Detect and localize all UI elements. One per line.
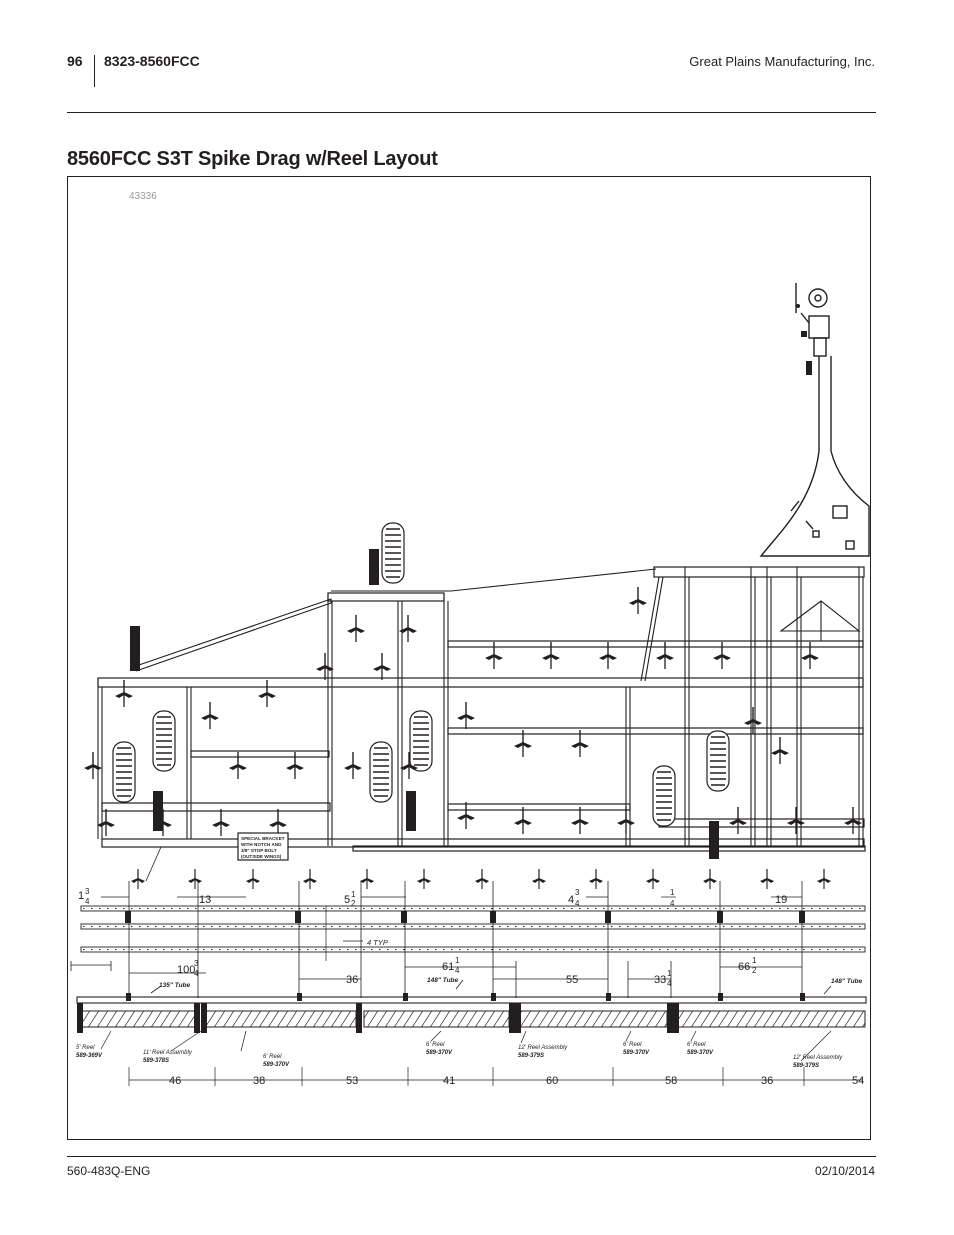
dim-lower-5-num: 1 [667,969,672,978]
dim-lower-5-den: 4 [667,979,672,988]
dim-lower-3-whole: 61 [442,961,454,973]
bottom-dim-1: 46 [169,1075,181,1087]
dim-lower-6-num: 1 [752,956,757,965]
spike-drag-layout-drawing: SPECIAL BRACKET WITH NOTCH AND 3/8" STOP… [70,283,870,1087]
dim-lower-3-num: 1 [455,956,460,965]
reel-6-part: 589-370V [623,1050,650,1056]
callout-line-3: 3/8" STOP BOLT [241,848,277,853]
bottom-dim-7: 36 [761,1075,773,1087]
page-number: 96 [67,53,83,69]
dim-lower-5-whole: 33 [654,974,666,986]
figure-number: 43336 [129,191,157,202]
reel-7-name: 6' Reel [687,1042,706,1048]
model-number: 8323-8560FCC [104,53,200,69]
reel-5-part: 589-379S [518,1053,544,1059]
tube-label-148-b: 148" Tube [831,978,863,985]
dim-lower-1-num: 3 [194,959,199,968]
dim-5-num: 1 [670,888,675,897]
dim-1-num: 3 [85,887,90,896]
reel-8-part: 589-379S [793,1063,819,1069]
callout-line-4: (OUTSIDE WINGS) [241,854,282,859]
header-rule [67,112,876,113]
tube-label-148-a: 148" Tube [427,977,459,984]
reel-4-name: 6' Reel [426,1042,445,1048]
dim-lower-4: 55 [566,974,578,986]
reel-2-name: 11' Reel Assembly [143,1050,193,1056]
publication-date: 02/10/2014 [814,1164,875,1178]
dim-typ: 4 TYP [367,938,388,947]
bottom-dim-6: 58 [665,1075,677,1087]
dim-lower-6-whole: 66 [738,961,750,973]
dim-3-den: 2 [351,899,356,908]
bottom-dim-8: 54 [852,1075,864,1087]
dim-lower-1-whole: 100 [177,964,195,976]
reel-8-name: 12' Reel Assembly [793,1055,843,1061]
reel-1-part: 589-369V [76,1053,103,1059]
bottom-dim-3: 53 [346,1075,358,1087]
footer-rule [67,1156,876,1157]
dim-lower-2: 36 [346,974,358,986]
reel-3-name: 6' Reel [263,1054,282,1060]
dim-4-num: 3 [575,888,580,897]
dim-1-whole: 1 [78,890,84,902]
reel-6-name: 6' Reel [623,1042,642,1048]
reel-4-part: 589-370V [426,1050,453,1056]
bottom-dim-4: 41 [443,1075,455,1087]
callout-line-2: WITH NOTCH AND [241,842,282,847]
bottom-dim-2: 38 [253,1075,265,1087]
dim-3-num: 1 [351,890,356,899]
dim-2: 13 [199,894,211,906]
dim-6: 19 [775,894,787,906]
dim-4-whole: 4 [568,894,574,906]
page-title: 8560FCC S3T Spike Drag w/Reel Layout [67,148,438,170]
tube-label-135: 135" Tube [159,982,191,989]
header-divider [94,55,95,87]
reel-7-part: 589-370V [687,1050,714,1056]
document-number: 560-483Q-ENG [67,1164,151,1178]
company-name: Great Plains Manufacturing, Inc. [689,54,875,69]
layout-figure: 43336 [67,176,871,1140]
dim-1-den: 4 [85,897,90,906]
bottom-dim-5: 60 [546,1075,558,1087]
reel-2-part: 589-378S [143,1058,169,1064]
dim-5-den: 4 [670,899,675,908]
reel-1-name: 5' Reel [76,1045,95,1051]
dim-lower-1-den: 4 [194,969,199,978]
dim-lower-3-den: 4 [455,966,460,975]
dim-lower-6-den: 2 [752,966,757,975]
dim-3-whole: 5 [344,894,350,906]
dim-4-den: 4 [575,899,580,908]
reel-3-part: 589-370V [263,1062,290,1068]
reel-5-name: 12' Reel Assembly [518,1045,568,1051]
callout-line-1: SPECIAL BRACKET [241,836,285,841]
